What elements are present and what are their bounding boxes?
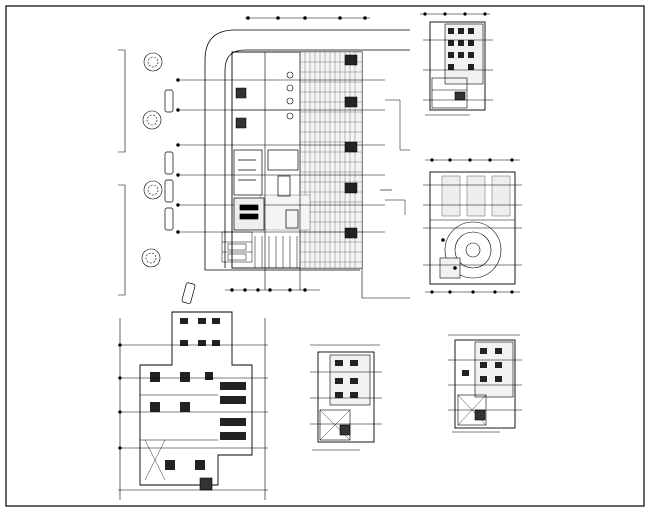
car-icon [164, 179, 174, 203]
tree-icon [141, 248, 161, 268]
workstations [448, 28, 474, 70]
sheet-border [5, 5, 645, 507]
car-icon [181, 282, 196, 304]
car-icon [164, 207, 174, 231]
parking-stalls [221, 231, 298, 268]
desk-clusters [150, 318, 246, 470]
lower-middle-plan [310, 344, 382, 451]
upper-right-plan [420, 12, 493, 116]
main-site-plan [118, 16, 410, 299]
tree-icon [143, 180, 163, 200]
skylights [235, 54, 358, 239]
car-icon [164, 151, 174, 175]
tree-icon [142, 110, 162, 130]
interior-rooms [233, 149, 299, 231]
columns-row [176, 78, 180, 234]
access-road [204, 29, 410, 271]
ribbed-skylights [441, 175, 511, 217]
lower-right-plan [448, 334, 522, 433]
lower-left-plan [118, 311, 268, 500]
car-icon [164, 89, 174, 113]
dimension-ticks-top [246, 16, 367, 20]
middle-right-plan [423, 158, 522, 294]
trees [141, 52, 163, 268]
spiral-stair [444, 221, 502, 279]
parked-cars [164, 89, 196, 304]
tree-icon [143, 52, 163, 72]
round-features [286, 71, 294, 120]
